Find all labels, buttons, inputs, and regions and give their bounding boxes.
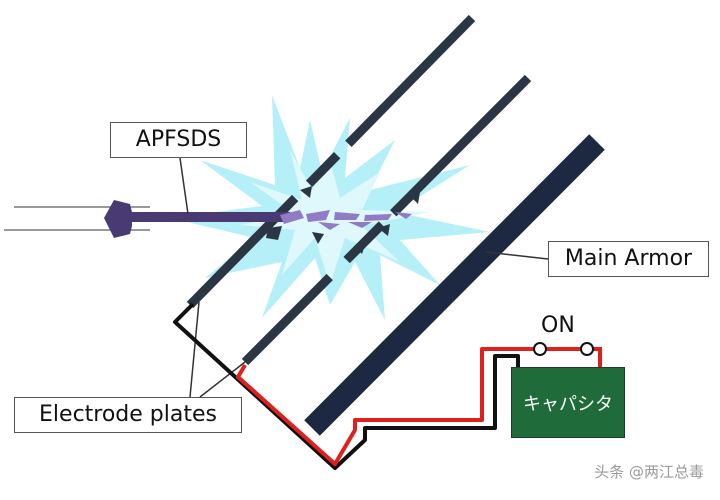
electrode-leader-front: [189, 301, 200, 398]
switch-terminal-left: [533, 342, 547, 356]
negative-wire: [173, 302, 520, 470]
switch-on-label: ON: [541, 313, 575, 338]
electrode-plates-label: Electrode plates: [14, 397, 242, 433]
main-armor-leader: [485, 251, 549, 260]
fragments: [280, 210, 412, 230]
plate-debris: [266, 186, 420, 254]
callout-lines: [179, 157, 549, 398]
capacitor-label: キャパシタ: [523, 393, 613, 415]
apfsds-label: APFSDS: [110, 122, 247, 158]
apfsds-leader: [179, 157, 189, 215]
projectile-fins: [104, 200, 132, 238]
main-armor-plate: [304, 134, 605, 436]
capacitor-box: キャパシタ: [511, 367, 625, 438]
electrode-plates: [186, 14, 532, 366]
electrode-plate-rear: [241, 74, 532, 366]
switch-terminal-right: [580, 342, 594, 356]
electrode-leader-rear: [199, 361, 246, 398]
positive-wire: [236, 347, 540, 466]
apfsds-projectile: [4, 200, 290, 238]
electrode-plate-front: [186, 14, 476, 309]
main-armor-label: Main Armor: [548, 241, 709, 277]
watermark: 头条 @两江总毒: [594, 463, 704, 481]
projectile-rod: [130, 212, 290, 222]
